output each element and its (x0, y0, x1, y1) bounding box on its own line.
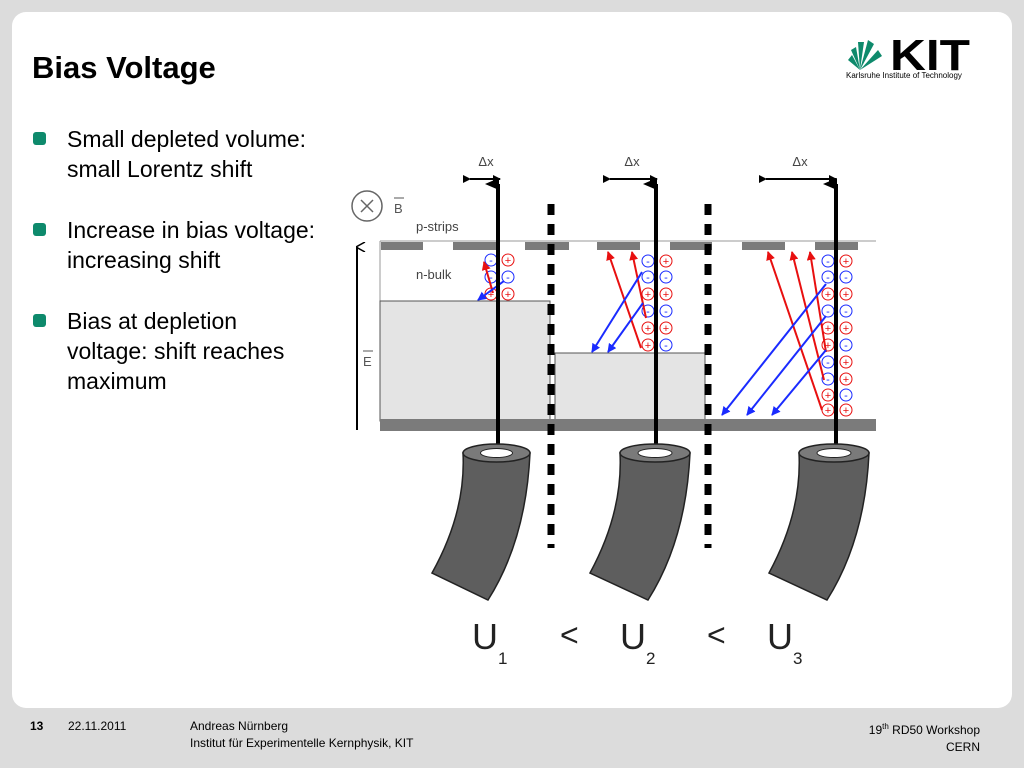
less-than-1: < (560, 617, 579, 653)
svg-text:+: + (505, 255, 511, 267)
bullet-item: Increase in bias voltage: increasing shi… (30, 215, 330, 275)
svg-text:-: - (844, 340, 848, 352)
svg-text:+: + (825, 323, 831, 335)
svg-text:+: + (825, 289, 831, 301)
svg-text:-: - (664, 272, 668, 284)
bullet-square-icon (33, 314, 46, 327)
voltage-u3-subscript: 3 (793, 649, 802, 668)
footer-institute: Institut für Experimentelle Kernphysik, … (190, 736, 414, 750)
svg-text:-: - (646, 256, 650, 268)
delta-x-label-2: Δx (624, 154, 640, 169)
svg-text:+: + (843, 256, 849, 268)
voltage-u1: U (472, 616, 498, 657)
svg-text:-: - (506, 272, 510, 284)
depleted-region-1 (379, 300, 551, 422)
svg-text:-: - (826, 374, 830, 386)
slide-title: Bias Voltage (32, 50, 216, 85)
svg-text:+: + (825, 340, 831, 352)
lorentz-shift-diagram: B E p-strips n-bulk - + - - + + (351, 154, 876, 668)
svg-text:+: + (843, 323, 849, 335)
bullet-text: Small depleted volume: small Lorentz shi… (67, 126, 307, 182)
page-number: 13 (30, 719, 44, 733)
voltage-comparison: U 1 < U 2 < U 3 (472, 616, 802, 668)
svg-text:+: + (843, 405, 849, 417)
footer-event-suffix: th (882, 722, 889, 731)
kit-wordmark: KIT (890, 31, 970, 80)
svg-text:-: - (826, 256, 830, 268)
svg-text:-: - (826, 306, 830, 318)
svg-text:+: + (645, 323, 651, 335)
svg-text:+: + (843, 289, 849, 301)
footer-author-block: Andreas Nürnberg Institut für Experiment… (190, 718, 413, 752)
svg-text:+: + (645, 289, 651, 301)
svg-text:+: + (663, 256, 669, 268)
svg-text:-: - (646, 272, 650, 284)
svg-text:+: + (488, 289, 494, 301)
bullet-text: Bias at depletion voltage: shift reaches… (67, 308, 285, 394)
svg-text:+: + (505, 289, 511, 301)
svg-text:-: - (664, 340, 668, 352)
beam-pipe-icon (767, 443, 870, 601)
svg-text:-: - (844, 306, 848, 318)
kit-tagline: Karlsruhe Institute of Technology (846, 71, 962, 80)
delta-x-label-1: Δx (478, 154, 494, 169)
bullet-text: Increase in bias voltage: increasing shi… (67, 217, 316, 273)
svg-text:+: + (825, 405, 831, 417)
svg-text:-: - (489, 272, 493, 284)
b-field-into-page-icon (351, 190, 383, 222)
p-strips (381, 242, 858, 250)
footer-author: Andreas Nürnberg (190, 719, 289, 733)
svg-text:-: - (826, 357, 830, 369)
svg-text:-: - (489, 255, 493, 267)
svg-text:-: - (664, 306, 668, 318)
bullet-list: Small depleted volume: small Lorentz shi… (30, 124, 330, 427)
drift-arrows-2 (591, 251, 647, 353)
depleted-region-2 (554, 352, 706, 422)
svg-text:+: + (663, 289, 669, 301)
svg-text:-: - (844, 390, 848, 402)
svg-text:-: - (844, 272, 848, 284)
footer-event-block: 19th RD50 Workshop CERN (869, 718, 980, 756)
kit-logo-fan-icon (848, 40, 882, 70)
n-bulk-label: n-bulk (416, 267, 452, 282)
footer-event: 19th RD50 Workshop (869, 718, 980, 739)
bullet-square-icon (33, 223, 46, 236)
beam-pipe-icon (588, 443, 691, 601)
voltage-u2: U (620, 616, 646, 657)
drift-arrows-3 (721, 251, 827, 416)
voltage-u3: U (767, 616, 793, 657)
footer-event-number: 19 (868, 723, 883, 737)
footer-location: CERN (945, 740, 980, 754)
svg-text:-: - (826, 272, 830, 284)
svg-text:-: - (646, 306, 650, 318)
kit-logo: KIT (848, 31, 970, 80)
voltage-u1-subscript: 1 (498, 649, 507, 668)
bullet-item: Bias at depletion voltage: shift reaches… (30, 306, 330, 396)
beam-pipe-icon (430, 443, 531, 601)
svg-text:+: + (645, 340, 651, 352)
backplane (380, 419, 876, 431)
svg-text:+: + (843, 374, 849, 386)
footer-event-name: RD50 Workshop (892, 723, 980, 737)
svg-text:+: + (663, 323, 669, 335)
bullet-square-icon (33, 132, 46, 145)
e-field-label: E (363, 354, 372, 369)
svg-text:+: + (843, 357, 849, 369)
p-strips-label: p-strips (416, 219, 459, 234)
b-field-label: B (394, 201, 403, 216)
delta-x-label-3: Δx (792, 154, 808, 169)
charge-pairs-3: - + - - + + - - + + + - - + - + + - + + (821, 254, 853, 417)
less-than-2: < (707, 617, 726, 653)
svg-text:+: + (825, 390, 831, 402)
bullet-item: Small depleted volume: small Lorentz shi… (30, 124, 330, 184)
voltage-u2-subscript: 2 (646, 649, 655, 668)
footer-date: 22.11.2011 (68, 719, 127, 733)
